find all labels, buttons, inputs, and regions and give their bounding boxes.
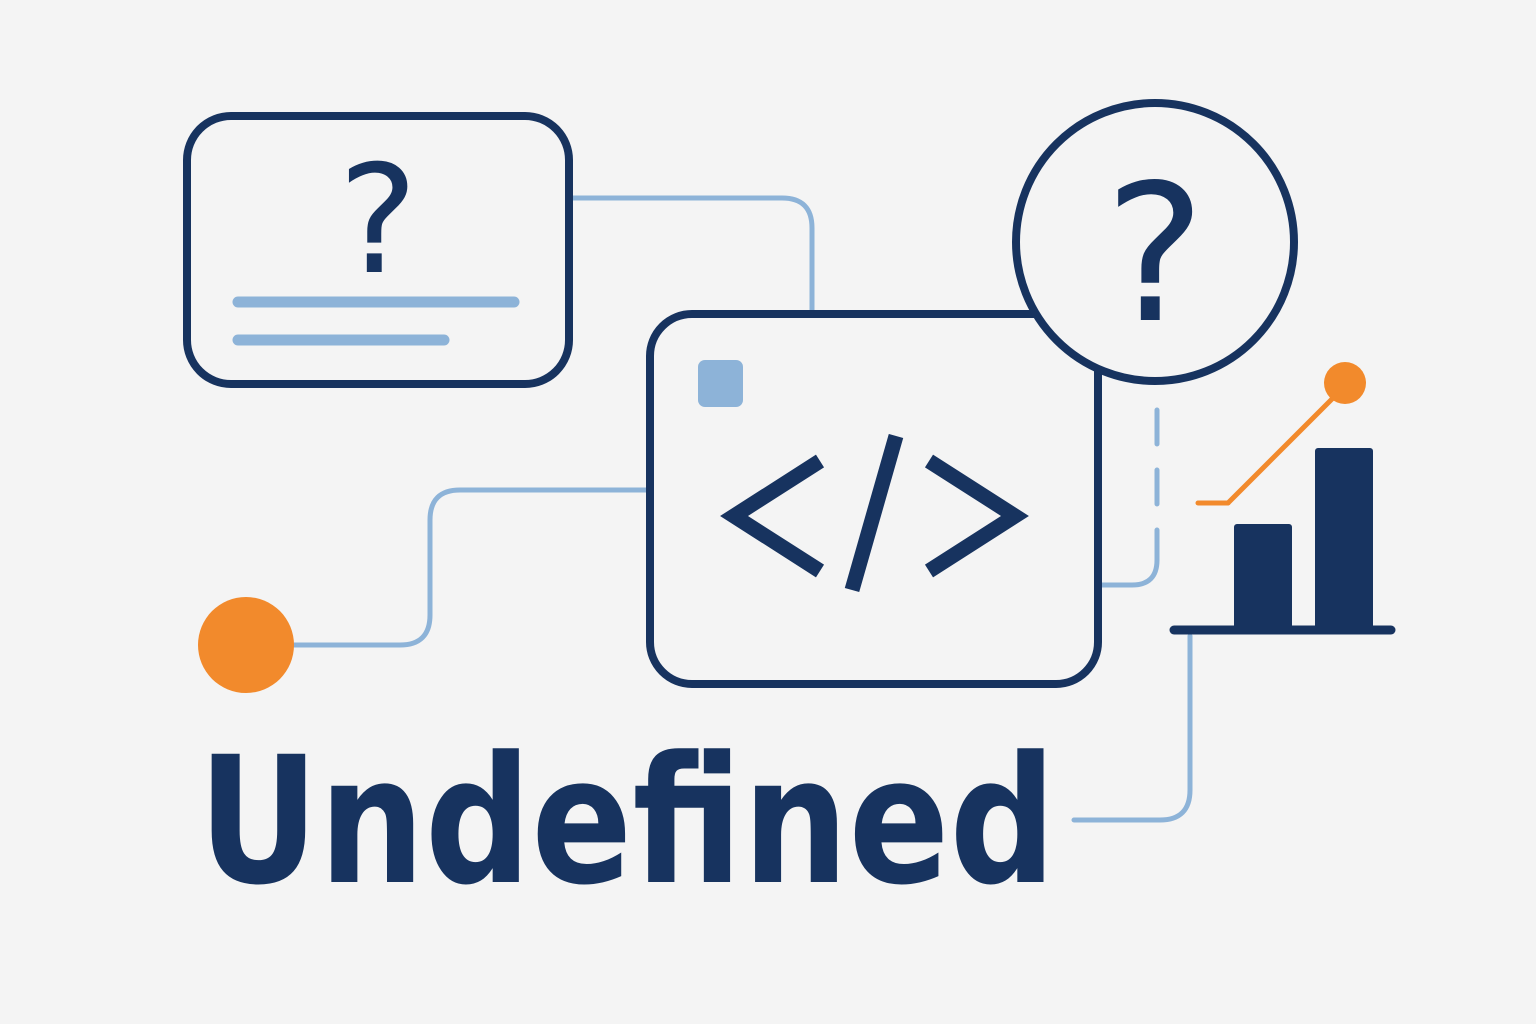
question-bubble: ? xyxy=(1012,99,1298,385)
orange-node-icon xyxy=(198,597,294,693)
bar-chart-trend-dot xyxy=(1324,362,1366,404)
bar-chart-bar-tall xyxy=(1315,448,1373,630)
bar-chart-bar-short xyxy=(1234,524,1292,630)
bar-chart-icon xyxy=(1169,362,1396,635)
page-title: Undefined xyxy=(198,719,1056,924)
connector-bubble-to-window xyxy=(1099,557,1160,588)
connector-node-to-window xyxy=(289,487,649,648)
connector-card-to-window xyxy=(569,195,815,315)
code-window-square-icon xyxy=(698,360,743,407)
code-window xyxy=(646,310,1102,688)
connector-chart-to-title xyxy=(1071,633,1193,823)
question-bubble-icon: ? xyxy=(1105,144,1206,365)
question-card: ? xyxy=(183,112,573,388)
question-card-icon: ? xyxy=(338,134,418,308)
question-card-frame xyxy=(183,112,573,388)
bar-chart-trend-line-rise xyxy=(1225,388,1343,506)
code-tag-icon xyxy=(720,433,1029,593)
question-bubble-frame xyxy=(1012,99,1298,385)
